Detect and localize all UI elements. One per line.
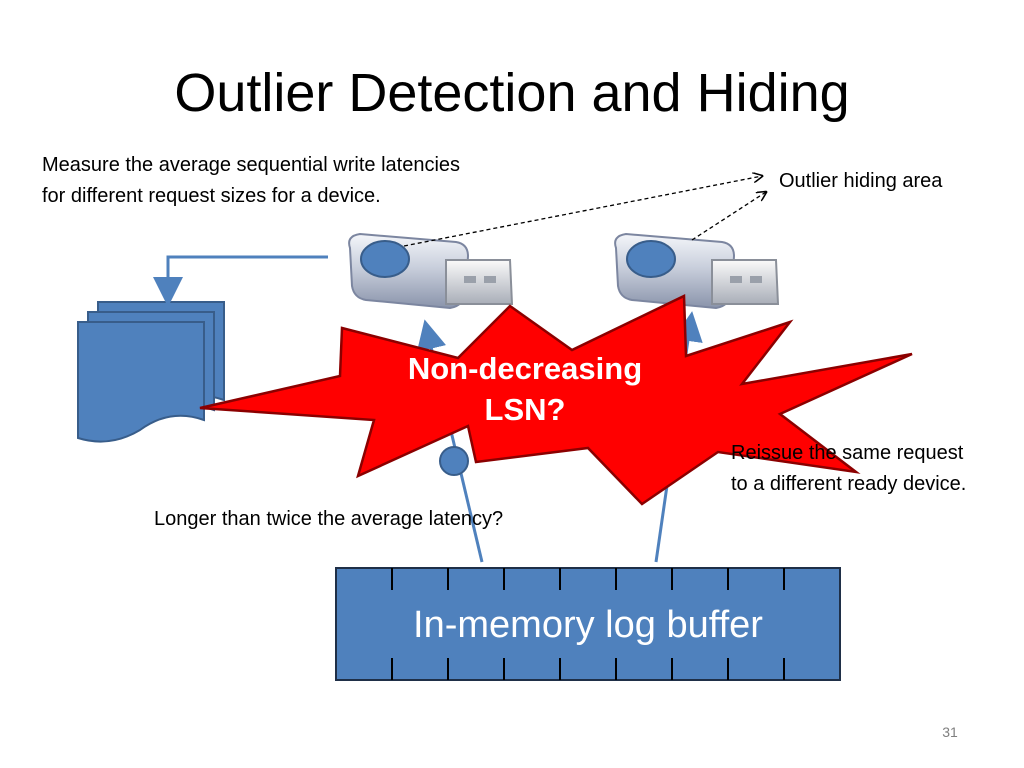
measure-arrow: [153, 255, 328, 307]
burst-label: Non-decreasing LSN?: [380, 348, 670, 430]
slide-number: 31: [942, 724, 958, 740]
latency-question: Longer than twice the average latency?: [154, 508, 504, 530]
buffer-label: In-memory log buffer: [413, 604, 763, 646]
outlier-pointer-left: [403, 176, 762, 247]
measure-note: Measure the average sequential write lat…: [42, 154, 461, 207]
burst-line-2: LSN?: [484, 392, 566, 427]
request-dot-left: [439, 446, 469, 476]
log-buffer: [335, 567, 841, 681]
usb-drive-icon: [348, 232, 514, 310]
reissue-note: Reissue the same request to a different …: [731, 442, 967, 495]
document-stack-icon: [77, 301, 225, 443]
usb-drive-icon: [614, 232, 780, 310]
page-title: Outlier Detection and Hiding: [174, 63, 850, 123]
outlier-area-label: Outlier hiding area: [779, 170, 943, 192]
explosion-burst: [199, 294, 913, 506]
outlier-pointer-right: [691, 192, 766, 241]
burst-line-1: Non-decreasing: [407, 351, 643, 386]
